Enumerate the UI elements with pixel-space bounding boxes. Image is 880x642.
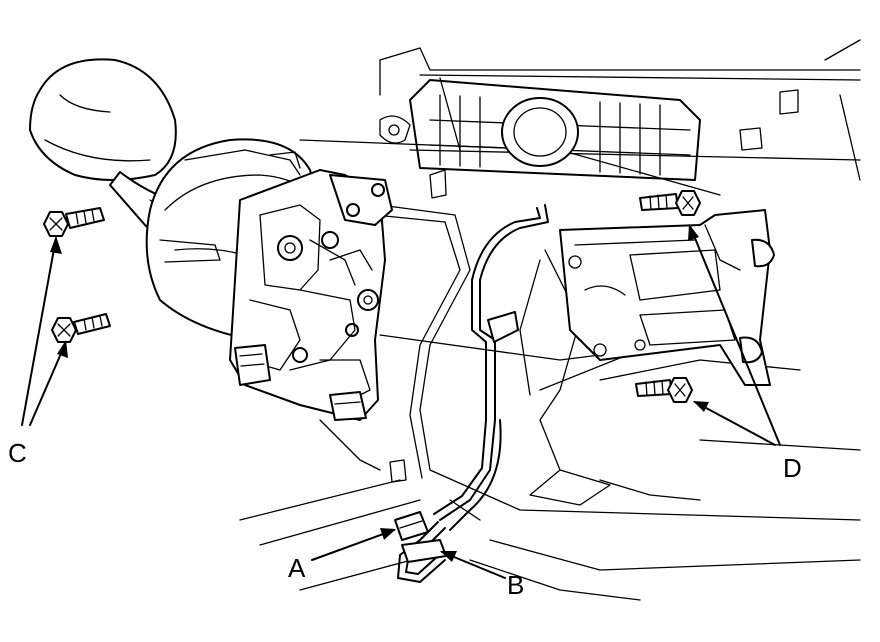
harness-clip <box>401 539 447 563</box>
harness-connector <box>394 511 429 541</box>
callout-a: A <box>288 553 306 583</box>
arrow-icon <box>21 224 781 579</box>
shifter-mechanism <box>229 169 393 421</box>
bolt-icon <box>51 313 111 343</box>
callout-b: B <box>507 570 525 600</box>
bolt-icon <box>43 207 105 237</box>
wire-harness <box>397 204 549 583</box>
bolt-icon <box>635 377 693 403</box>
mounting-bracket <box>559 209 775 386</box>
bolt-icon <box>639 190 701 216</box>
center-air-vent <box>409 79 701 181</box>
dashboard-background <box>239 39 861 601</box>
callout-d: D <box>783 453 802 483</box>
callout-c: C <box>8 438 27 468</box>
